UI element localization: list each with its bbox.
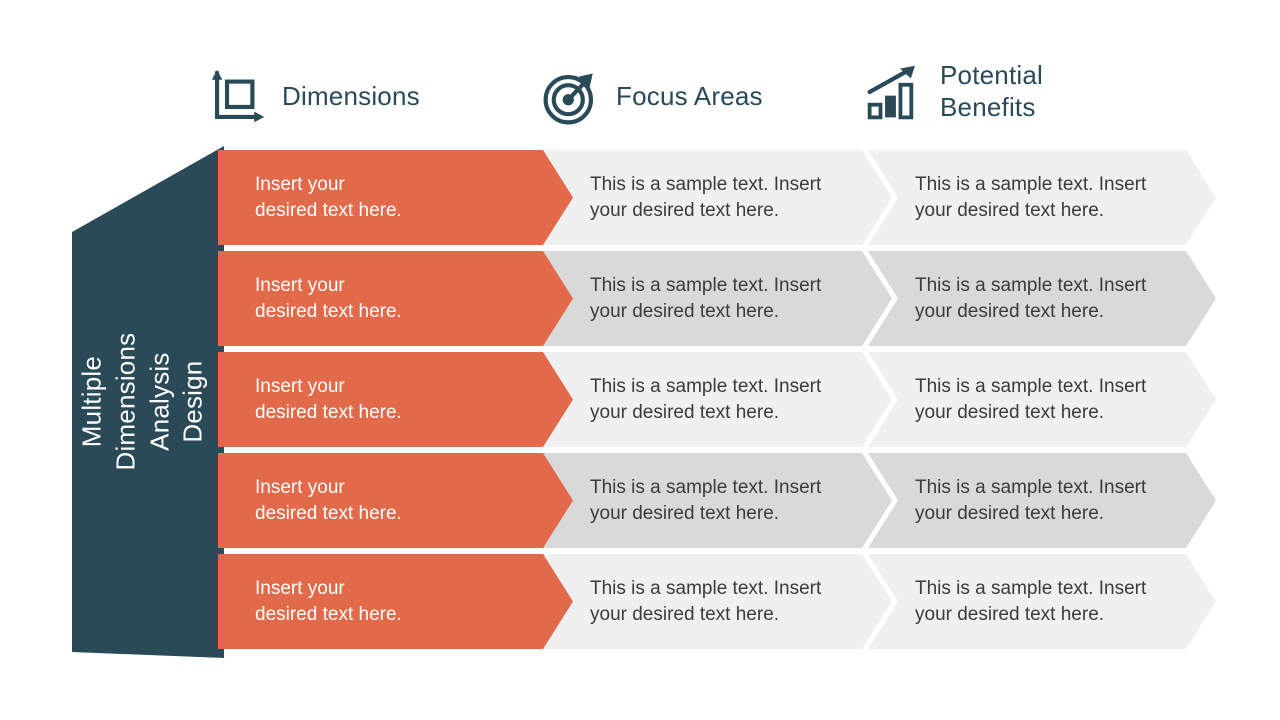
row-benefit-chevron[interactable]: This is a sample text. Insert your desir… <box>868 453 1216 548</box>
column-header-dimensions[interactable]: Dimensions <box>208 68 420 126</box>
table-row: Insert your desired text here. This is a… <box>0 352 1280 447</box>
row-benefit-chevron[interactable]: This is a sample text. Insert your desir… <box>868 251 1216 346</box>
row-dimension-chevron[interactable]: Insert your desired text here. <box>218 554 574 649</box>
trapezoid-shape <box>72 146 224 658</box>
row-dimension-text: Insert your desired text here. <box>255 275 402 322</box>
chevron-shape-orange <box>218 453 574 548</box>
row-benefit-chevron[interactable]: This is a sample text. Insert your desir… <box>868 352 1216 447</box>
row-focus-text: This is a sample text. Insert your desir… <box>590 477 822 524</box>
vertical-title-panel[interactable]: Multiple Dimensions Analysis Design <box>62 146 224 658</box>
row-focus-chevron[interactable]: This is a sample text. Insert your desir… <box>543 453 892 548</box>
column-header-focus-areas[interactable]: Focus Areas <box>542 68 763 126</box>
chevron-shape-gray <box>543 554 892 649</box>
row-benefit-chevron[interactable]: This is a sample text. Insert your desir… <box>868 554 1216 649</box>
chevron-shape-gray <box>868 453 1216 548</box>
column-headers: Dimensions Focus Areas Potential Benefit… <box>0 58 1280 146</box>
column-header-label: Focus Areas <box>616 81 763 112</box>
chevron-shape-gray <box>868 554 1216 649</box>
chevron-shape-gray <box>868 150 1216 245</box>
row-focus-text: This is a sample text. Insert your desir… <box>590 174 822 221</box>
bar-chart-growth-icon <box>867 65 915 119</box>
chevron-shape-orange <box>218 251 574 346</box>
axes-square-icon <box>211 69 265 123</box>
chevron-shape-gray <box>868 251 1216 346</box>
column-header-potential-benefits[interactable]: Potential Benefits <box>866 60 1043 123</box>
row-dimension-text: Insert your desired text here. <box>255 578 402 625</box>
row-dimension-chevron[interactable]: Insert your desired text here. <box>218 150 574 245</box>
target-arrow-icon <box>543 73 594 125</box>
row-benefit-text: This is a sample text. Insert your desir… <box>915 376 1147 423</box>
row-benefit-text: This is a sample text. Insert your desir… <box>915 275 1147 322</box>
row-focus-chevron[interactable]: This is a sample text. Insert your desir… <box>543 150 892 245</box>
row-dimension-chevron[interactable]: Insert your desired text here. <box>218 352 574 447</box>
column-header-label: Potential Benefits <box>940 60 1043 122</box>
chevron-shape-gray <box>543 453 892 548</box>
row-focus-chevron[interactable]: This is a sample text. Insert your desir… <box>543 352 892 447</box>
row-dimension-text: Insert your desired text here. <box>255 376 402 423</box>
row-focus-text: This is a sample text. Insert your desir… <box>590 376 822 423</box>
chevron-shape-orange <box>218 352 574 447</box>
row-benefit-chevron[interactable]: This is a sample text. Insert your desir… <box>868 150 1216 245</box>
table-row: Insert your desired text here. This is a… <box>0 453 1280 548</box>
chevron-shape-orange <box>218 150 574 245</box>
row-focus-text: This is a sample text. Insert your desir… <box>590 578 822 625</box>
row-benefit-text: This is a sample text. Insert your desir… <box>915 174 1147 221</box>
chevron-shape-gray <box>868 352 1216 447</box>
table-row: Insert your desired text here. This is a… <box>0 251 1280 346</box>
chevron-shape-gray <box>543 150 892 245</box>
row-focus-chevron[interactable]: This is a sample text. Insert your desir… <box>543 554 892 649</box>
chevron-shape-gray <box>543 352 892 447</box>
row-dimension-text: Insert your desired text here. <box>255 477 402 524</box>
row-dimension-text: Insert your desired text here. <box>255 174 402 221</box>
row-benefit-text: This is a sample text. Insert your desir… <box>915 477 1147 524</box>
row-dimension-chevron[interactable]: Insert your desired text here. <box>218 251 574 346</box>
row-benefit-text: This is a sample text. Insert your desir… <box>915 578 1147 625</box>
chevron-rows: Insert your desired text here. This is a… <box>0 150 1280 655</box>
column-header-label: Dimensions <box>282 81 420 112</box>
chevron-shape-gray <box>543 251 892 346</box>
table-row: Insert your desired text here. This is a… <box>0 150 1280 245</box>
table-row: Insert your desired text here. This is a… <box>0 554 1280 649</box>
row-dimension-chevron[interactable]: Insert your desired text here. <box>218 453 574 548</box>
row-focus-text: This is a sample text. Insert your desir… <box>590 275 822 322</box>
row-focus-chevron[interactable]: This is a sample text. Insert your desir… <box>543 251 892 346</box>
chevron-shape-orange <box>218 554 574 649</box>
